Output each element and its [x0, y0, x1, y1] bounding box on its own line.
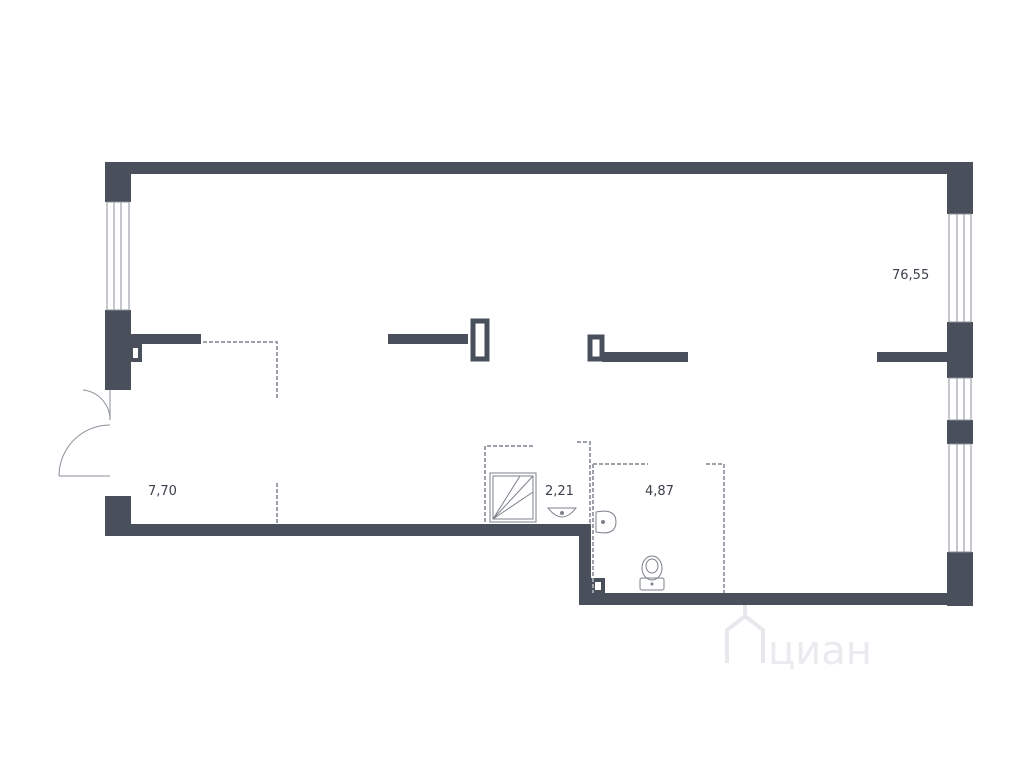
main-area-label: 76,55: [892, 268, 929, 283]
partition-left-stub: [131, 334, 201, 344]
wall-right-2: [947, 322, 973, 378]
wall-left-mid: [105, 310, 131, 390]
column-center-right: [587, 334, 605, 362]
toilet-icon: [639, 555, 665, 591]
dashed-bathroom-left: [577, 441, 591, 524]
column-left: [129, 344, 142, 362]
planned-partitions: [203, 341, 725, 593]
wall-bottom-right: [579, 593, 973, 605]
outer-walls: [105, 162, 973, 606]
dashed-entry-upper: [203, 341, 278, 398]
bathroom-sink-icon: [595, 510, 617, 534]
window-left: [106, 201, 130, 311]
bathroom-area-label: 4,87: [645, 484, 674, 499]
wall-left-bottom: [105, 496, 131, 536]
watermark: циан: [725, 600, 872, 674]
partition-right-stub: [877, 352, 947, 362]
cian-house-icon: [725, 600, 765, 663]
watermark-text: циан: [768, 628, 872, 674]
interior-partitions: [129, 318, 947, 594]
partition-center-left: [388, 334, 468, 344]
sink-icon: [546, 507, 578, 518]
window-right-upper: [948, 213, 972, 323]
dashed-shower-room: [484, 445, 533, 524]
wall-left-top: [105, 162, 131, 202]
window-right-lower: [948, 443, 972, 553]
entry-area-label: 7,70: [148, 484, 177, 499]
windows: [106, 201, 972, 553]
column-center-left: [470, 318, 490, 362]
wall-right-3: [947, 420, 973, 444]
door-swing-upper: [82, 389, 111, 421]
partition-center-right: [602, 352, 688, 362]
wall-top: [105, 162, 973, 174]
wall-bottom-left: [105, 524, 591, 536]
window-right-middle: [948, 377, 972, 421]
shower-room-area-label: 2,21: [545, 484, 574, 499]
shower-tray: [489, 472, 537, 523]
door-swing-lower: [58, 424, 111, 477]
wall-right-1: [947, 162, 973, 214]
entrance-door: [58, 389, 111, 477]
column-bathroom-corner: [591, 578, 605, 594]
wall-step-vertical: [579, 524, 591, 605]
dashed-bathroom-right: [706, 463, 725, 593]
